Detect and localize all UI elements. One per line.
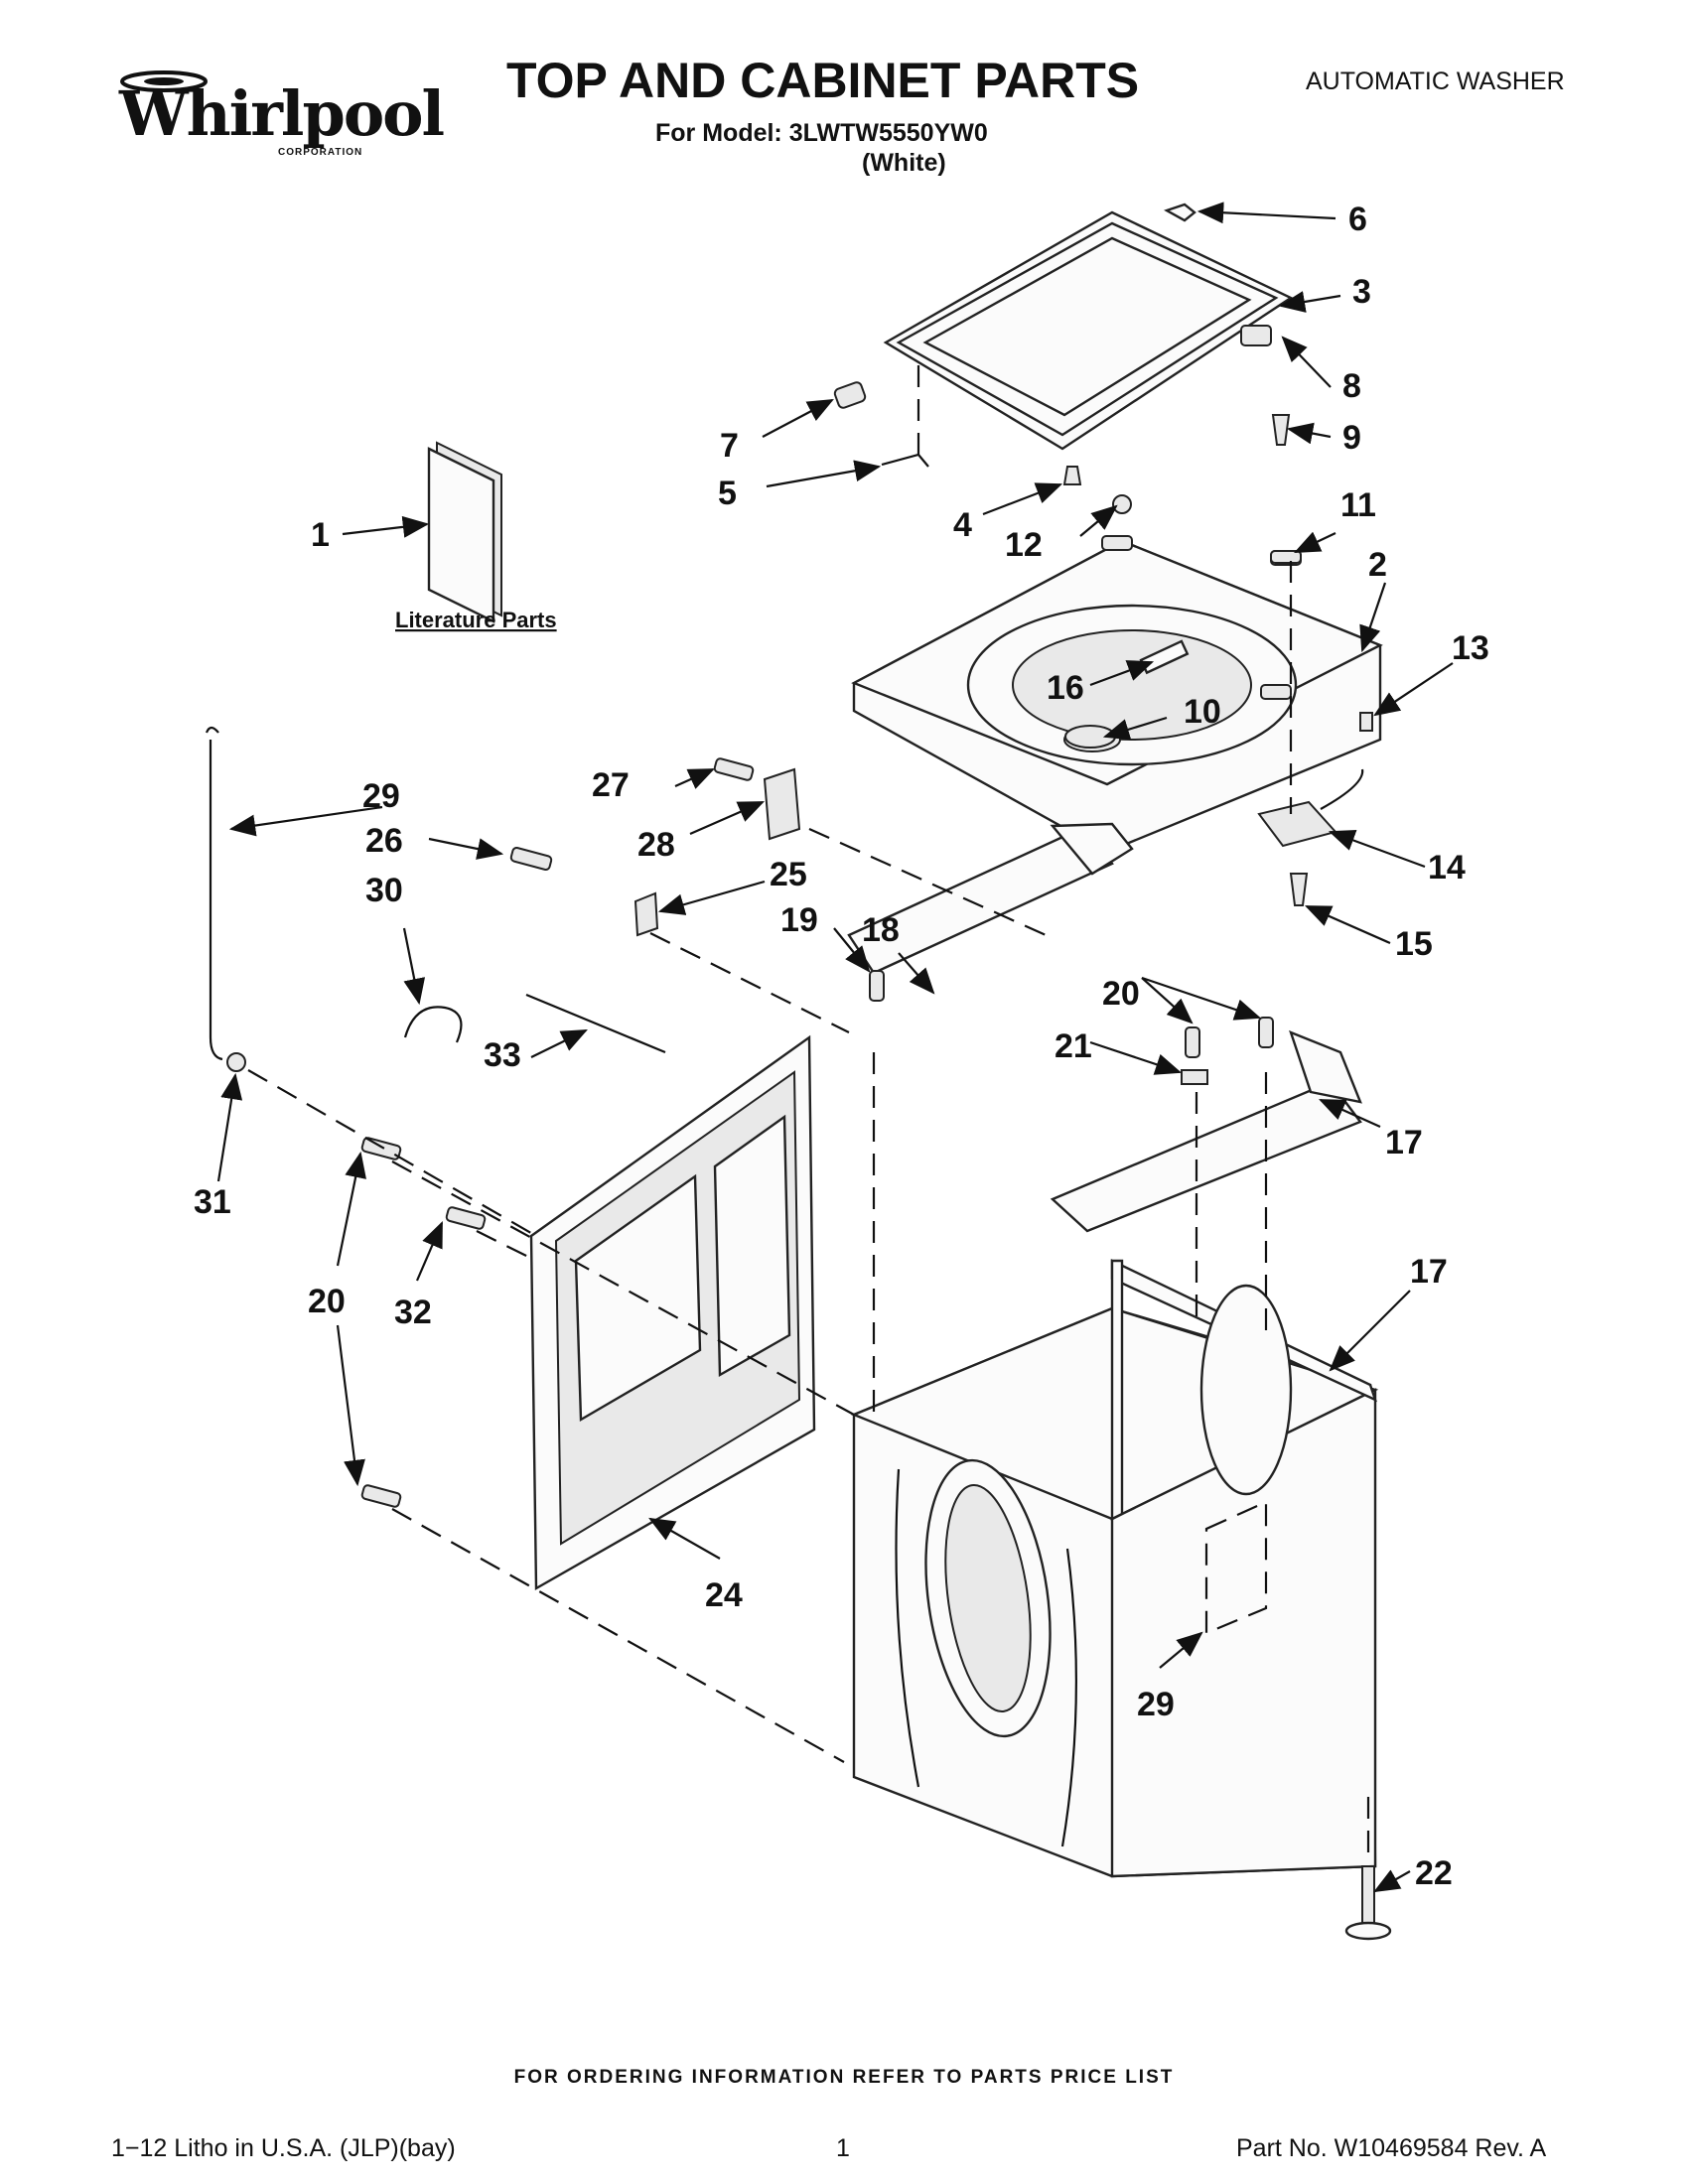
callout-10: 10	[1184, 693, 1221, 731]
callout-4: 4	[953, 506, 972, 544]
ordering-note: FOR ORDERING INFORMATION REFER TO PARTS …	[513, 2067, 1175, 2088]
part-rear-brace	[847, 822, 1134, 975]
callout-20b: 20	[1102, 975, 1140, 1013]
callout-15: 15	[1395, 925, 1433, 963]
callout-leaders	[216, 202, 1454, 1893]
callout-20c: 20	[308, 1283, 346, 1320]
part-leveling-leg	[1344, 1865, 1392, 1941]
callout-28: 29	[1137, 1686, 1175, 1723]
callout-16: 16	[1047, 669, 1084, 707]
page-number: 1	[836, 2134, 850, 2162]
part-lid	[883, 210, 1294, 451]
part-number: Part No. W10469584 Rev. A	[1236, 2134, 1547, 2162]
logo-wordmark: Whirlpool	[119, 77, 445, 150]
callout-22: 22	[1415, 1854, 1453, 1892]
callout-7: 7	[720, 427, 739, 465]
literature-parts-label: Literature Parts	[395, 608, 557, 632]
appliance-type: AUTOMATIC WASHER	[1306, 68, 1565, 95]
callout-26: 28	[637, 826, 675, 864]
callout-25: 26	[365, 822, 403, 860]
callout-32: 32	[394, 1294, 432, 1331]
callout-31: 31	[194, 1183, 231, 1221]
callout-6: 6	[1348, 201, 1367, 238]
whirlpool-logo: Whirlpool CORPORATION	[109, 60, 445, 169]
callout-9: 9	[1342, 419, 1361, 457]
callout-23: 24	[705, 1576, 743, 1614]
alignment-lines	[247, 365, 1370, 1861]
part-literature	[427, 441, 502, 623]
part-top-panel	[851, 535, 1383, 854]
page-title: TOP AND CABINET PARTS	[506, 53, 1140, 108]
logo-swoosh-icon	[120, 70, 208, 92]
callout-14: 14	[1428, 849, 1466, 887]
callout-30: 30	[365, 872, 403, 909]
callout-1: 1	[311, 516, 330, 554]
callout-12: 12	[1005, 526, 1043, 564]
callout-3: 3	[1352, 273, 1371, 311]
litho-info: 1−12 Litho in U.S.A. (JLP)(bay)	[111, 2134, 456, 2162]
callout-29: 29	[362, 777, 400, 815]
callout-13: 13	[1452, 629, 1489, 667]
callout-19: 18	[862, 911, 900, 949]
part-front-brace	[1050, 1029, 1362, 1233]
callout-labels: 6 3 8 9 7 5 4 12 1 11 2 13 16 10 14 15 2…	[194, 201, 1489, 1892]
callout-21: 21	[1055, 1027, 1092, 1065]
model-color: (White)	[862, 149, 946, 177]
callout-8: 8	[1342, 367, 1361, 405]
part-rear-panel	[529, 1034, 816, 1591]
callout-2: 2	[1368, 546, 1387, 584]
callout-24: 25	[770, 856, 807, 893]
callout-11: 11	[1340, 486, 1376, 524]
part-hardware	[833, 203, 1373, 906]
part-cabinet	[850, 1259, 1379, 1878]
callout-18: 17	[1385, 1124, 1423, 1161]
callout-5: 5	[718, 475, 737, 512]
callout-33: 33	[484, 1036, 521, 1074]
logo-corporation: CORPORATION	[278, 147, 363, 158]
callout-27: 27	[592, 766, 630, 804]
part-side-hardware	[205, 726, 1274, 1635]
callout-17: 17	[1410, 1253, 1448, 1291]
callout-20a: 19	[780, 901, 818, 939]
model-number: For Model: 3LWTW5550YW0	[655, 119, 988, 147]
